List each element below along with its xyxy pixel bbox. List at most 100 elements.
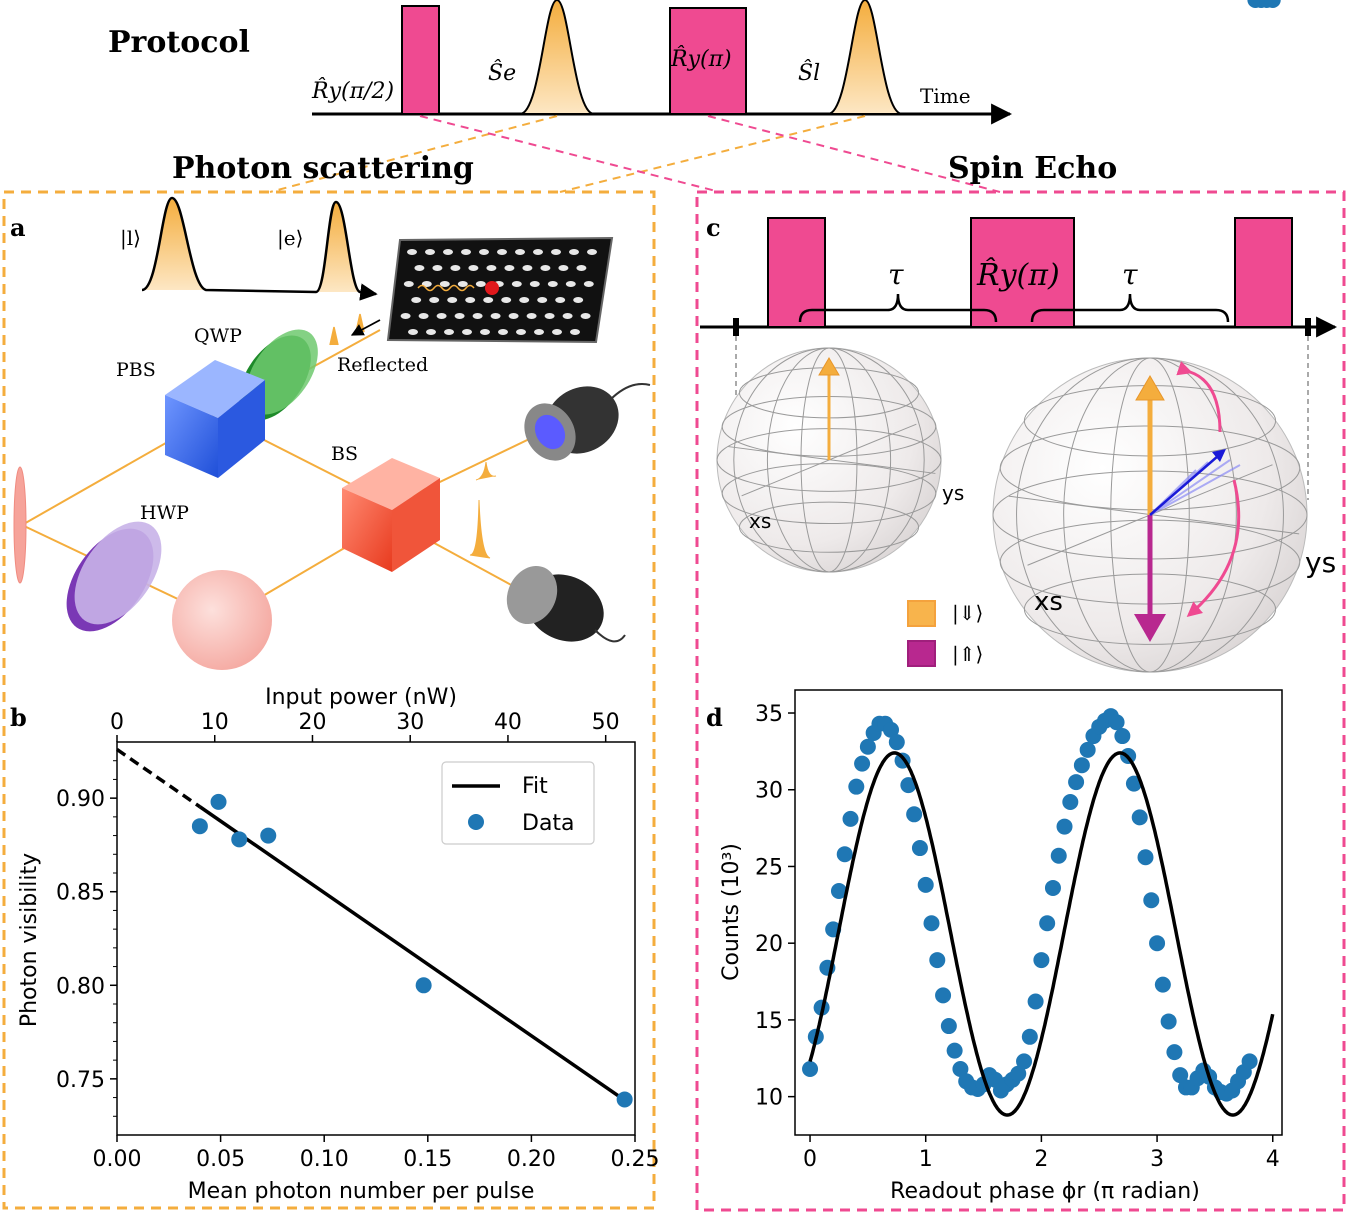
pc-hole [511, 281, 522, 287]
tau-brace-1 [798, 293, 998, 323]
chart-b-data-point [191, 818, 208, 835]
pc-hole [479, 249, 489, 255]
chart-d-data-point [952, 1061, 969, 1078]
chart-d-data-point [929, 952, 946, 969]
protocol-label-ry-half: R̂y(π/2) [311, 78, 394, 104]
label-qwp: QWP [194, 325, 242, 347]
chart-d-data-point [1073, 757, 1090, 774]
chart-d-data-point [1108, 714, 1125, 731]
chart-d-data-point [888, 734, 905, 751]
chart-b-xtick-label: 0.25 [611, 1147, 660, 1172]
chart-d-letter: d [706, 703, 723, 732]
bs-cube [342, 458, 440, 572]
sphere-axis-y [1008, 495, 1300, 535]
chart-b-top-tick-label: 40 [494, 710, 522, 735]
pc-hole [400, 313, 411, 319]
chart-b-xtick-label: 0.20 [507, 1147, 556, 1172]
protocol-label-sl: Ŝl [798, 59, 820, 86]
pc-hole [522, 265, 533, 271]
pc-hole [498, 329, 508, 335]
pc-hole [411, 297, 422, 303]
chart-d-xtick-label: 4 [1266, 1147, 1280, 1172]
bloch-sphere-large: xs ys [992, 357, 1336, 673]
chart-d-data-point [911, 840, 928, 857]
chart-d-data-point [848, 778, 865, 795]
chart-d-data-point [1050, 847, 1067, 864]
chart-d-data-point [946, 1042, 963, 1059]
chart-d-data-point [1039, 915, 1056, 932]
chart-b-legend: Fit Data [441, 761, 595, 845]
pc-hole [544, 313, 555, 319]
chart-d-data-point [935, 987, 952, 1004]
pc-hole [403, 281, 414, 287]
legend-label-up: |⇑⟩ [952, 642, 983, 667]
sphere-longitude [1016, 357, 1284, 673]
pc-hole [569, 249, 579, 255]
pc-hole [429, 297, 440, 303]
panel-a: a |l⟩ |e⟩ [10, 196, 651, 670]
section-title-spin-echo: Spin Echo [948, 151, 1117, 186]
chart-d-data-point [802, 1061, 819, 1078]
chart-d-data-point [1114, 728, 1131, 745]
large-sphere-y-label: ys [1305, 546, 1336, 579]
chart-d-data-point [830, 883, 847, 900]
chart-b-data-point [210, 793, 227, 810]
pc-hole [486, 265, 497, 271]
lens-ball [172, 570, 272, 670]
chart-b-xtick-label: 0.00 [93, 1147, 142, 1172]
chart-d-data-point [854, 755, 871, 772]
pc-hole [444, 329, 454, 335]
pc-hole [583, 281, 594, 287]
chart-d-data-point [1027, 993, 1044, 1010]
large-sphere-x-label: xs [1034, 587, 1063, 617]
chart-d-data-point [1166, 1044, 1183, 1061]
chart-b-ytick-label: 0.75 [56, 1068, 105, 1093]
chart-d-data-point [1160, 1013, 1177, 1030]
sphere-latitude [738, 501, 920, 553]
guide-pink-1 [419, 115, 721, 193]
chart-b-top-tick-label: 0 [110, 710, 124, 735]
tau-brace-2 [1030, 293, 1230, 323]
pc-hole [570, 329, 580, 335]
pc-hole [504, 265, 515, 271]
reflected-peaks [329, 313, 365, 346]
pc-hole [515, 249, 525, 255]
protocol-title: Protocol [108, 25, 250, 60]
output-peak-upper [475, 461, 497, 481]
spin-echo-box [695, 190, 1346, 1212]
pc-hole [432, 265, 443, 271]
pc-hole [414, 265, 425, 271]
chart-b-top-tick-label: 10 [201, 710, 229, 735]
pc-hole [461, 249, 471, 255]
pc-hole [436, 313, 447, 319]
legend-swatch-down [907, 600, 936, 627]
pc-hole [501, 297, 512, 303]
chart-d-data-point [1131, 809, 1148, 826]
pc-hole [443, 249, 453, 255]
chart-d-ytick-label: 25 [755, 855, 783, 880]
chart-b-top-xlabel: Input power (nW) [265, 685, 457, 710]
pc-hole [450, 265, 461, 271]
pc-hole [454, 313, 465, 319]
chart-d-data-point [940, 1018, 957, 1035]
label-hwp: HWP [140, 502, 189, 524]
chart-d-data-point [1079, 741, 1096, 758]
protocol-label-se: Ŝe [488, 59, 516, 86]
pulse-e [316, 202, 360, 292]
pc-hole [573, 297, 584, 303]
chart-d-data-point [917, 876, 934, 893]
chart-d-data-point [1143, 892, 1160, 909]
pulse-l [142, 198, 206, 290]
chart-d-data-point [1033, 952, 1050, 969]
chart-b-ytick-label: 0.85 [56, 881, 105, 906]
protocol-pulse-sl [827, 0, 903, 115]
tau-label-1: τ [888, 258, 904, 291]
chart-b-ytick-label: 0.80 [56, 974, 105, 999]
chart-d-frame [794, 689, 1283, 1136]
sphere-latitude [721, 463, 937, 525]
chart-d-data-point [906, 806, 923, 823]
panel-c: c τ τ R̂y(π) xs ys [700, 213, 1338, 673]
pc-hole [552, 329, 562, 335]
chart-d-data-point [1056, 818, 1073, 835]
detector-lower [506, 565, 626, 643]
